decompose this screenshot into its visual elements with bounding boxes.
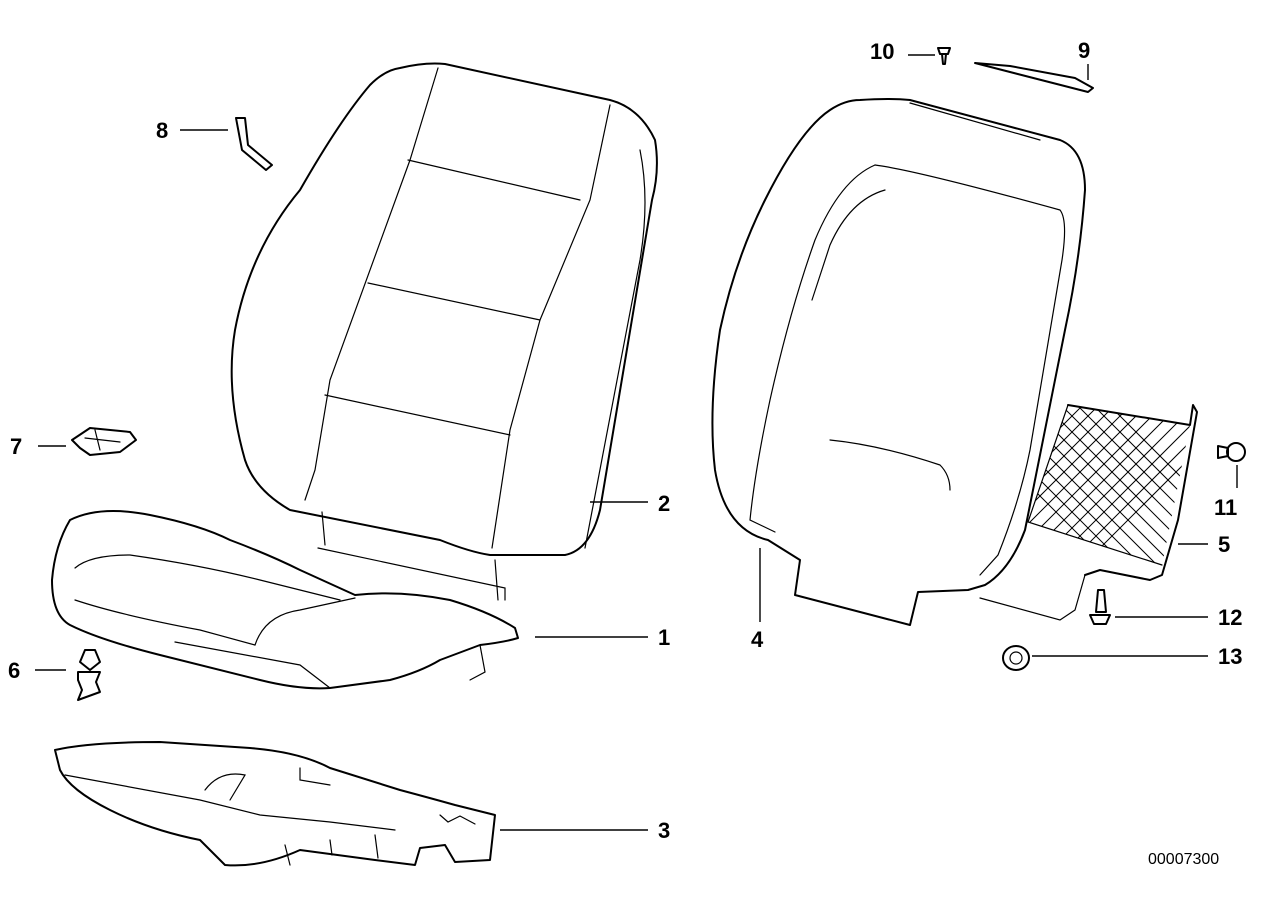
callout-13: 13 bbox=[1218, 644, 1242, 669]
callout-labels: 1 2 3 4 5 6 7 8 9 10 11 12 13 bbox=[8, 38, 1242, 843]
callout-4: 4 bbox=[751, 627, 764, 652]
part-13-grommet bbox=[1002, 645, 1030, 671]
diagram-reference-number: 00007300 bbox=[1148, 851, 1219, 868]
part-7-clamp bbox=[71, 427, 137, 456]
part-10-screw bbox=[937, 47, 951, 65]
part-11-rivet bbox=[1217, 442, 1246, 462]
part-12-screw bbox=[1089, 589, 1111, 625]
callout-1: 1 bbox=[658, 625, 670, 650]
callout-7: 7 bbox=[10, 434, 22, 459]
callout-8: 8 bbox=[156, 118, 168, 143]
part-5-storage-net bbox=[979, 404, 1198, 621]
callout-10: 10 bbox=[870, 39, 894, 64]
part-4-backrest-shell bbox=[711, 98, 1086, 626]
callout-3: 3 bbox=[658, 818, 670, 843]
callout-6: 6 bbox=[8, 658, 20, 683]
callout-2: 2 bbox=[658, 491, 670, 516]
callout-12: 12 bbox=[1218, 605, 1242, 630]
part-1-seat-cushion bbox=[51, 510, 519, 690]
part-2-backrest-cushion bbox=[230, 62, 658, 601]
callout-11: 11 bbox=[1214, 495, 1237, 520]
part-6-clip bbox=[77, 649, 101, 701]
leader-lines bbox=[35, 54, 1238, 831]
part-3-seat-base bbox=[54, 741, 496, 867]
callout-5: 5 bbox=[1218, 532, 1230, 557]
part-8-wire-hook bbox=[235, 117, 273, 171]
callout-9: 9 bbox=[1078, 38, 1090, 63]
part-9-trim-strip bbox=[974, 62, 1094, 93]
